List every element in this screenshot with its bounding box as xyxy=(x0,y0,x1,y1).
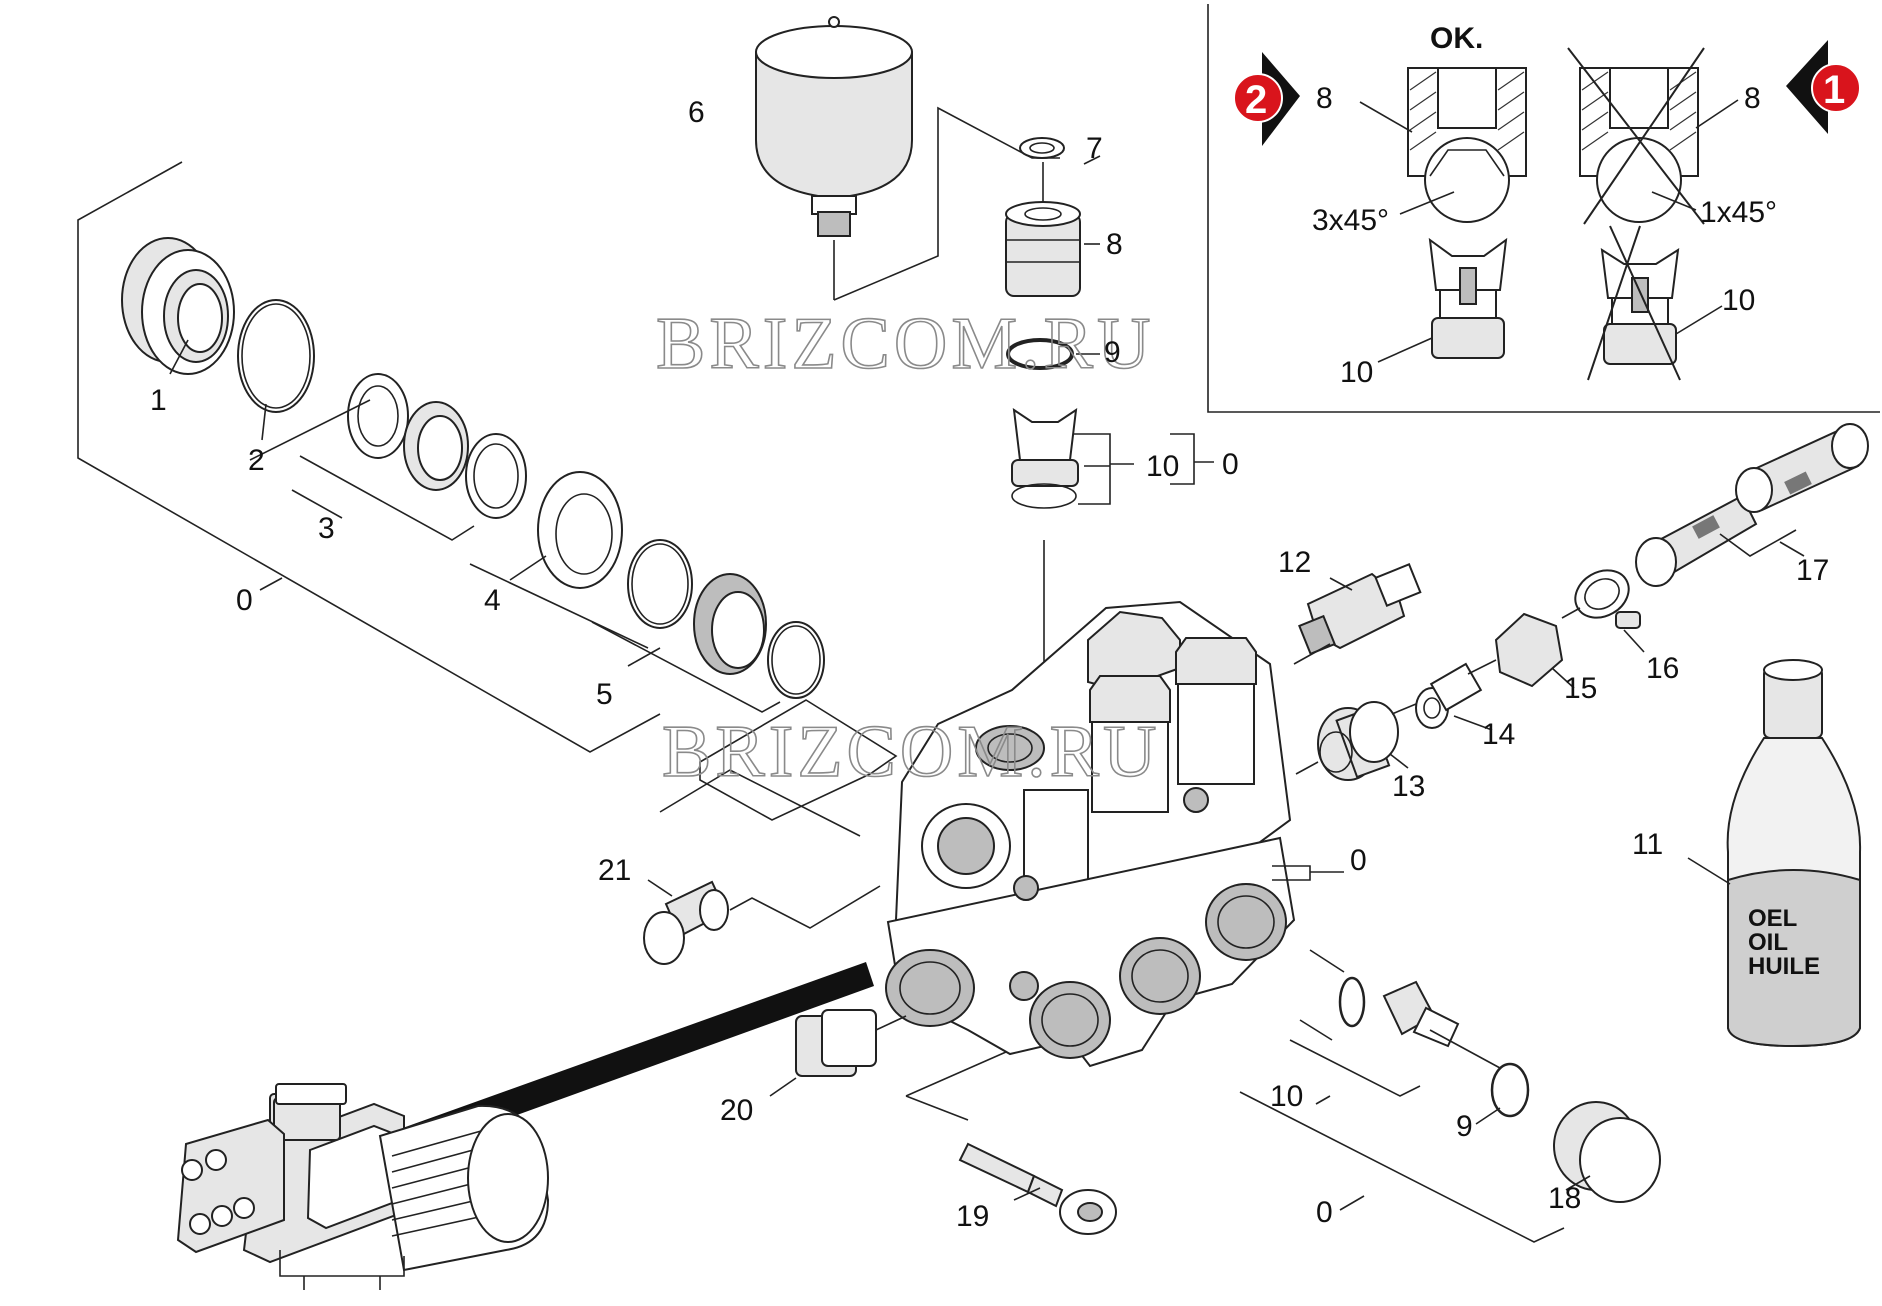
part-5-seal-set xyxy=(627,539,825,699)
part-9-o-ring xyxy=(1006,338,1074,370)
callout-4: 4 xyxy=(484,584,501,617)
callout-17: 17 xyxy=(1796,554,1829,587)
part-12-fitting xyxy=(1298,563,1422,656)
callout-5: 5 xyxy=(596,678,613,711)
valve-seat-section-wrong xyxy=(1567,47,1705,225)
badge-correct-number: 2 xyxy=(1245,78,1267,122)
part-15-nut xyxy=(1494,612,1564,688)
callout-10-lower: 10 xyxy=(1270,1080,1303,1113)
inset-left-angle: 3x45° xyxy=(1312,204,1389,237)
callout-10: 10 xyxy=(1146,450,1179,483)
callout-1: 1 xyxy=(150,384,167,417)
part-4-washer xyxy=(537,471,623,589)
callout-2: 2 xyxy=(248,444,265,477)
part-6-accumulator xyxy=(755,16,1060,301)
inset-left-part-bottom: 10 xyxy=(1340,356,1373,389)
part-9-o-ring-lower xyxy=(1338,976,1366,1028)
callout-21: 21 xyxy=(598,854,631,887)
pump-head-body xyxy=(885,600,1311,1068)
callout-3: 3 xyxy=(318,512,335,545)
part-16-clamp xyxy=(1574,569,1641,629)
part-19-bolt xyxy=(958,1142,1117,1235)
inset-left-part-top: 8 xyxy=(1316,82,1333,115)
part-8-valve-seat xyxy=(1005,162,1081,297)
part-21-fitting xyxy=(643,880,729,965)
inset-right-part-bottom: 10 xyxy=(1722,284,1755,317)
badge-wrong: 1 xyxy=(1786,40,1861,134)
badge-correct: 2 xyxy=(1233,52,1300,146)
part-13-nipple xyxy=(1317,701,1399,781)
inset-right-angle: 1x45° xyxy=(1700,196,1777,229)
part-10-valve-lower xyxy=(1382,980,1460,1048)
callout-14: 14 xyxy=(1482,718,1515,751)
part-11-oil-bottle: OEL OIL HUILE xyxy=(1726,659,1862,1048)
part-18-plug xyxy=(1553,1101,1661,1203)
group-bracket-body xyxy=(699,699,898,821)
callout-0-valve: 0 xyxy=(1222,448,1239,481)
part-10-valve xyxy=(1011,407,1134,509)
valve-insert-wrong xyxy=(1587,225,1681,381)
callout-18: 18 xyxy=(1548,1182,1581,1215)
inset-right-part-top: 8 xyxy=(1744,82,1761,115)
callout-12: 12 xyxy=(1278,546,1311,579)
bottle-text-huile: HUILE xyxy=(1748,953,1820,980)
motor-pump-unit-view xyxy=(176,962,874,1290)
part-7-washer xyxy=(1019,137,1065,159)
callout-6: 6 xyxy=(688,96,705,129)
part-20-plug xyxy=(795,1009,877,1077)
part-1-sleeve xyxy=(121,237,235,375)
callout-20: 20 xyxy=(720,1094,753,1127)
inset-ok-label: OK. xyxy=(1430,22,1483,55)
bottle-text-oil: OIL xyxy=(1748,929,1788,956)
watermark-middle: BRIZCOM.RU xyxy=(662,711,1160,793)
seal-stack-group xyxy=(77,161,825,753)
bottle-text-oel: OEL xyxy=(1748,905,1797,932)
callout-8: 8 xyxy=(1106,228,1123,261)
valve-insert-correct xyxy=(1428,237,1508,359)
valve-seat-section-correct xyxy=(1407,67,1527,223)
part-3-seal-set xyxy=(347,373,527,519)
callout-15: 15 xyxy=(1564,672,1597,705)
part-17-filter-hose xyxy=(1635,423,1869,587)
callout-0-lower: 0 xyxy=(1316,1196,1333,1229)
watermark-top: BRIZCOM.RU xyxy=(656,303,1154,385)
callout-11: 11 xyxy=(1632,828,1663,861)
callout-19: 19 xyxy=(956,1200,989,1233)
callout-7: 7 xyxy=(1086,132,1103,165)
callout-13: 13 xyxy=(1392,770,1425,803)
callout-0-body: 0 xyxy=(1350,844,1367,877)
callout-16: 16 xyxy=(1646,652,1679,685)
callout-9-lower: 9 xyxy=(1456,1110,1473,1143)
part-2-o-ring xyxy=(237,299,315,413)
callout-0-left: 0 xyxy=(236,584,253,617)
part-9-o-ring-lower-b xyxy=(1490,1062,1530,1118)
group-bracket-0 xyxy=(77,161,661,753)
badge-wrong-number: 1 xyxy=(1823,68,1845,112)
part-14-hose-nipple xyxy=(1415,662,1483,729)
inset-border xyxy=(1207,4,1880,413)
detail-inset: OK. 2 1 xyxy=(1207,4,1880,413)
callout-9: 9 xyxy=(1104,336,1121,369)
